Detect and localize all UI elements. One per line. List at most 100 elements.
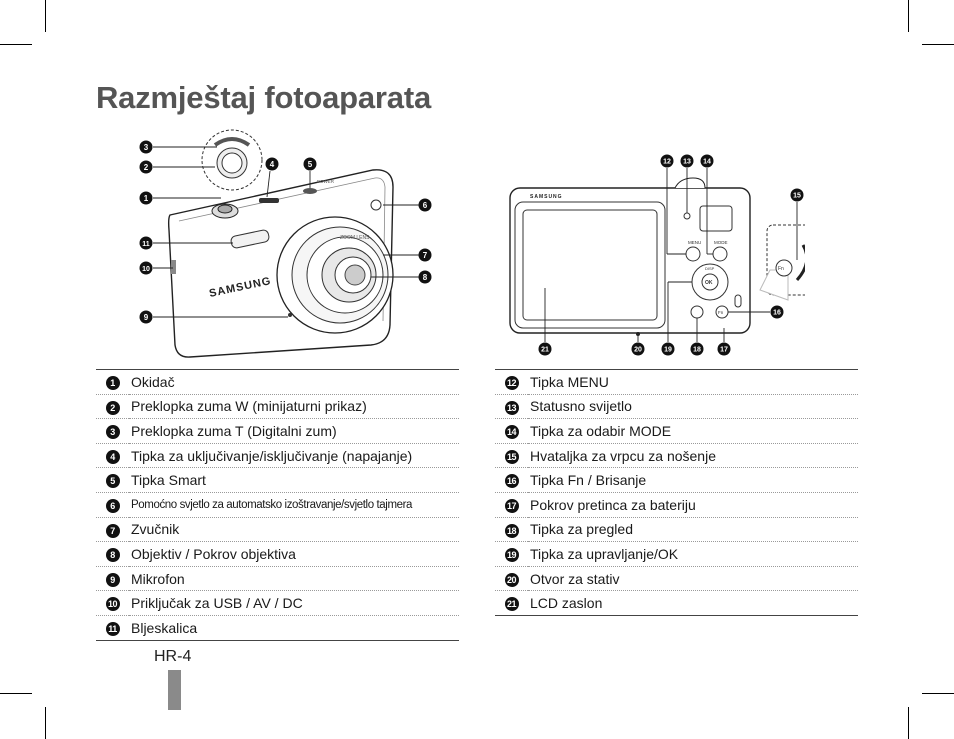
callout-20: 20 <box>634 347 642 354</box>
part-label: Tipka za pregled <box>528 517 858 543</box>
table-row: 8 Objektiv / Pokrov objektiva <box>96 541 459 567</box>
callout-21: 21 <box>541 347 549 354</box>
part-number: 17 <box>504 498 519 513</box>
part-number: 4 <box>105 449 120 464</box>
part-label: Pomoćno svjetlo za automatsko izoštravan… <box>129 492 459 518</box>
part-label: Tipka Smart <box>129 467 459 493</box>
callout-18: 18 <box>693 347 701 354</box>
table-row: 16 Tipka Fn / Brisanje <box>495 467 858 493</box>
part-label: Mikrofon <box>129 566 459 592</box>
parts-table-front: 1 Okidač 2 Preklopka zuma W (minijaturni p… <box>96 369 459 641</box>
callout-19: 19 <box>664 347 672 354</box>
part-number: 10 <box>105 597 120 612</box>
callout-4: 4 <box>270 160 275 169</box>
part-label: Tipka za odabir MODE <box>528 418 858 444</box>
callout-15: 15 <box>793 193 801 200</box>
camera-back-figure: SAMSUNG MENU MODE OK DISP Fn Fn 2 1 12 1… <box>509 154 805 356</box>
callout-2: 2 <box>144 163 149 172</box>
part-number: 1 <box>105 375 120 390</box>
part-number: 13 <box>504 400 519 415</box>
part-label: Tipka za uključivanje/isključivanje (nap… <box>129 443 459 469</box>
part-label: Preklopka zuma T (Digitalni zum) <box>129 418 459 444</box>
part-label: Statusno svijetlo <box>528 394 858 420</box>
part-label: LCD zaslon <box>528 590 858 616</box>
part-number: 19 <box>504 548 519 563</box>
callout-17: 17 <box>720 347 728 354</box>
menu-label: MENU <box>688 240 701 245</box>
part-label: Tipka Fn / Brisanje <box>528 467 858 493</box>
part-number: 11 <box>105 621 120 636</box>
part-label: Bljeskalica <box>129 615 459 641</box>
part-number: 5 <box>105 474 120 489</box>
callout-11: 11 <box>142 241 150 248</box>
table-row: 5 Tipka Smart <box>96 467 459 493</box>
callout-3: 3 <box>144 143 149 152</box>
part-label: Pokrov pretinca za bateriju <box>528 492 858 518</box>
callout-12: 12 <box>663 159 671 166</box>
part-number: 16 <box>504 474 519 489</box>
part-number: 7 <box>105 523 120 538</box>
power-label: POWER <box>317 179 335 184</box>
crop-mark <box>922 693 954 694</box>
callout-6: 6 <box>423 201 428 210</box>
disp-label: DISP <box>705 266 715 271</box>
lens-text: ZOOM LENS <box>340 235 370 241</box>
fn-label: Fn <box>718 310 724 315</box>
crop-mark <box>922 44 954 45</box>
part-label: Otvor za stativ <box>528 566 858 592</box>
part-number: 15 <box>504 449 519 464</box>
callout-7: 7 <box>423 251 428 260</box>
part-label: Priključak za USB / AV / DC <box>129 590 459 616</box>
table-row: 18 Tipka za pregled <box>495 517 858 543</box>
callout-13: 13 <box>683 159 691 166</box>
table-row: 17 Pokrov pretinca za bateriju <box>495 492 858 518</box>
ok-label: OK <box>705 280 713 286</box>
part-number: 6 <box>105 498 120 513</box>
callout-9: 9 <box>144 313 149 322</box>
callout-1: 1 <box>144 194 149 203</box>
table-row: 15 Hvataljka za vrpcu za nošenje <box>495 443 858 469</box>
table-row: 1 Okidač <box>96 369 459 395</box>
mode-label: MODE <box>714 240 728 245</box>
table-row: 9 Mikrofon <box>96 566 459 592</box>
table-row: 6 Pomoćno svjetlo za automatsko izoštrava… <box>96 492 459 518</box>
part-number: 9 <box>105 572 120 587</box>
part-number: 2 <box>105 400 120 415</box>
table-row: 7 Zvučnik <box>96 517 459 543</box>
part-label: Hvataljka za vrpcu za nošenje <box>528 443 858 469</box>
part-number: 18 <box>504 523 519 538</box>
back-brand: SAMSUNG <box>530 194 563 200</box>
crop-mark <box>0 693 32 694</box>
camera-front-figure: SAMSUNG ZOOM LENS POWER 3 2 1 4 5 6 7 8 … <box>139 129 432 358</box>
crop-mark <box>0 44 32 45</box>
part-number: 8 <box>105 548 120 563</box>
callout-10: 10 <box>142 266 150 273</box>
fn-label-inset: Fn <box>778 266 784 272</box>
table-row: 19 Tipka za upravljanje/OK <box>495 541 858 567</box>
part-number: 21 <box>504 597 519 612</box>
part-label: Tipka za upravljanje/OK <box>528 541 858 567</box>
crop-mark <box>45 707 46 739</box>
section-tab <box>168 670 181 710</box>
table-row: 3 Preklopka zuma T (Digitalni zum) <box>96 418 459 444</box>
part-number: 3 <box>105 425 120 440</box>
callout-5: 5 <box>308 160 313 169</box>
crop-mark <box>908 707 909 739</box>
part-label: Objektiv / Pokrov objektiva <box>129 541 459 567</box>
crop-mark <box>908 0 909 32</box>
table-row: 12 Tipka MENU <box>495 369 858 395</box>
table-row: 10 Priključak za USB / AV / DC <box>96 590 459 616</box>
table-row: 4 Tipka za uključivanje/isključivanje (na… <box>96 443 459 469</box>
crop-mark <box>45 0 46 32</box>
table-row: 11 Bljeskalica <box>96 615 459 641</box>
table-row: 21 LCD zaslon <box>495 590 858 616</box>
part-number: 20 <box>504 572 519 587</box>
part-number: 12 <box>504 375 519 390</box>
part-label: Zvučnik <box>129 517 459 543</box>
part-label: Okidač <box>129 369 459 395</box>
part-label: Tipka MENU <box>528 369 858 395</box>
part-label: Preklopka zuma W (minijaturni prikaz) <box>129 394 459 420</box>
callout-16: 16 <box>773 310 781 317</box>
